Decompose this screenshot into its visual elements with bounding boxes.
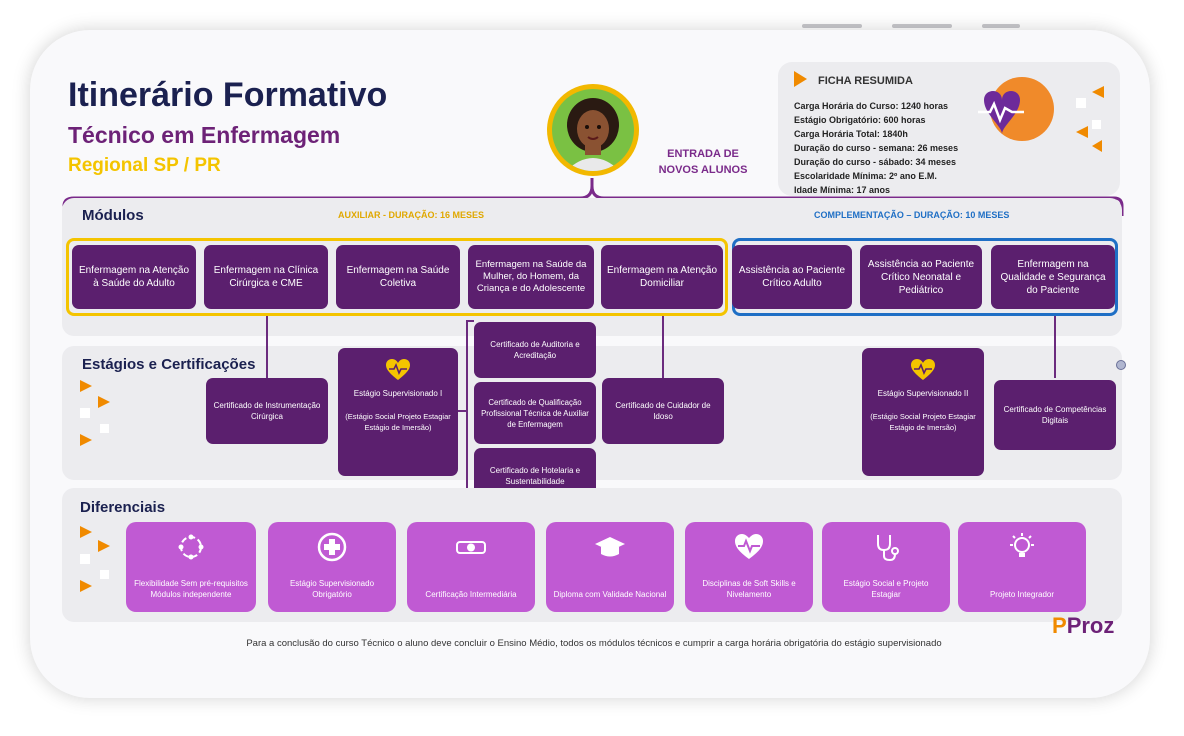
ficha-line: Estágio Obrigatório: 600 horas [794, 115, 926, 125]
modulos-label: Módulos [82, 207, 144, 224]
diploma-icon [456, 541, 486, 554]
heart-pulse-icon [911, 359, 935, 380]
decorative-triangles-icon [80, 380, 110, 446]
window-bar [982, 24, 1020, 28]
diferencial-card: Projeto Integrador [958, 522, 1086, 612]
auxiliar-bracket [66, 238, 728, 316]
cert-auditoria[interactable]: Certificado de Auditoria e Acreditação [474, 322, 596, 378]
auxiliar-duration: AUXILIAR - DURAÇÃO: 16 MESES [338, 210, 485, 220]
graduation-cap-icon [595, 537, 625, 557]
module-box[interactable]: Enfermagem na Saúde da Mulher, do Homem,… [468, 245, 594, 309]
lightbulb-icon [1010, 533, 1034, 557]
decorative-triangles-icon [1076, 86, 1104, 152]
page-subtitle: Técnico em Enfermagem [68, 122, 341, 148]
estagio2-title: Estágio Supervisionado II [877, 389, 969, 398]
ficha-title: FICHA RESUMIDA [818, 75, 913, 87]
estagios-label: Estágios e Certificações [82, 356, 256, 373]
plus-cross-icon [317, 532, 347, 562]
window-bar [892, 24, 952, 28]
estagio1-detail: (Estágio Social Projeto Estagiar Estágio… [345, 412, 451, 432]
diferencial-card: Diploma com Validade Nacional [546, 522, 674, 612]
proz-logo-mark: P [1052, 613, 1067, 638]
student-face-icon [566, 98, 620, 171]
student-avatar [547, 84, 639, 176]
estagio-supervisionado-2[interactable]: Estágio Supervisionado II (Estágio Socia… [862, 348, 984, 476]
proz-logo: PProz [1052, 613, 1114, 639]
stethoscope-icon [877, 535, 899, 562]
module-box[interactable]: Enfermagem na Atenção Domiciliar [601, 245, 723, 309]
page-title: Itinerário Formativo [68, 76, 388, 114]
diferencial-card: Disciplinas de Soft Skills e Nivelamento [685, 522, 813, 612]
heart-pulse-icon [978, 77, 1054, 141]
complementacao-duration: COMPLEMENTAÇÃO – DURAÇÃO: 10 MESES [814, 210, 1010, 220]
heart-pulse-icon [735, 534, 763, 559]
module-box[interactable]: Assistência ao Paciente Crítico Neonatal… [860, 245, 982, 309]
diferencial-label: Projeto Integrador [989, 590, 1055, 599]
orange-triangle-icon [794, 71, 807, 87]
module-box[interactable]: Assistência ao Paciente Crítico Adulto [732, 245, 852, 309]
heart-pulse-icon [386, 359, 410, 380]
module-box[interactable]: Enfermagem na Atenção à Saúde do Adulto [72, 245, 196, 309]
estagio1-title: Estágio Supervisionado I [353, 389, 443, 398]
diferencial-label: Disciplinas de Soft Skills e Nivelamento [702, 579, 796, 599]
estagio-supervisionado-1[interactable]: Estágio Supervisionado I (Estágio Social… [338, 348, 458, 476]
diferencial-label: Estágio Social e Projeto Estagiar [843, 579, 929, 599]
cert-competencias-digitais[interactable]: Certificado de Competências Digitais [994, 380, 1116, 450]
module-box[interactable]: Enfermagem na Qualidade e Segurança do P… [991, 245, 1115, 309]
diferencial-label: Certificação Intermediária [425, 590, 517, 599]
decorative-triangles-icon [80, 526, 110, 592]
diferencial-card: Flexibilidade Sem pré-requisitos Módulos… [126, 522, 256, 612]
cert-qualificacao[interactable]: Certificado de Qualificação Profissional… [474, 382, 596, 444]
entry-label: ENTRADA DE NOVOS ALUNOS [650, 146, 756, 178]
ficha-line: Escolaridade Mínima: 2º ano E.M. [794, 171, 937, 181]
footer-note: Para a conclusão do curso Técnico o alun… [246, 638, 942, 649]
cert-cuidador[interactable]: Certificado de Cuidador de Idoso [602, 378, 724, 444]
cert-group-bracket [466, 320, 474, 506]
ficha-details: Carga Horária do Curso: 1240 horas Estág… [794, 99, 958, 197]
entry-label-line2: NOVOS ALUNOS [658, 164, 748, 176]
ficha-resumida-card [778, 62, 1120, 196]
diferencial-card: Estágio Social e Projeto Estagiar [822, 522, 950, 612]
diferencial-card: Estágio Supervisionado Obrigatório [268, 522, 396, 612]
diferencial-card: Certificação Intermediária [407, 522, 535, 612]
regional-label: Regional SP / PR [68, 155, 221, 176]
window-bar [802, 24, 862, 28]
ficha-line: Idade Mínima: 17 anos [794, 185, 891, 195]
ficha-line: Duração do curso - sábado: 34 meses [794, 157, 957, 167]
connector-line [1054, 316, 1056, 378]
diferenciais-label: Diferenciais [80, 499, 166, 516]
module-box[interactable]: Enfermagem na Saúde Coletiva [336, 245, 460, 309]
entry-label-line1: ENTRADA DE [667, 148, 739, 160]
connector-line [662, 316, 664, 378]
module-box[interactable]: Enfermagem na Clínica Cirúrgica e CME [204, 245, 328, 309]
cycle-icon [178, 534, 204, 560]
diferencial-label: Estágio Supervisionado Obrigatório [289, 579, 375, 599]
connector-line [458, 410, 468, 412]
ficha-line: Carga Horária Total: 1840h [794, 129, 908, 139]
diferencial-label: Diploma com Validade Nacional [553, 590, 667, 599]
connector-line [266, 316, 268, 378]
ficha-line: Duração do curso - semana: 26 meses [794, 143, 959, 153]
cert-instrumentacao[interactable]: Certificado de Instrumentação Cirúrgica [206, 378, 328, 444]
scroll-dot[interactable] [1116, 360, 1126, 370]
estagio2-detail: (Estágio Social Projeto Estagiar Estágio… [870, 412, 976, 432]
proz-logo-text: Proz [1066, 613, 1115, 638]
diferencial-label: Flexibilidade Sem pré-requisitos Módulos… [134, 579, 248, 599]
ficha-line: Carga Horária do Curso: 1240 horas [794, 101, 949, 111]
